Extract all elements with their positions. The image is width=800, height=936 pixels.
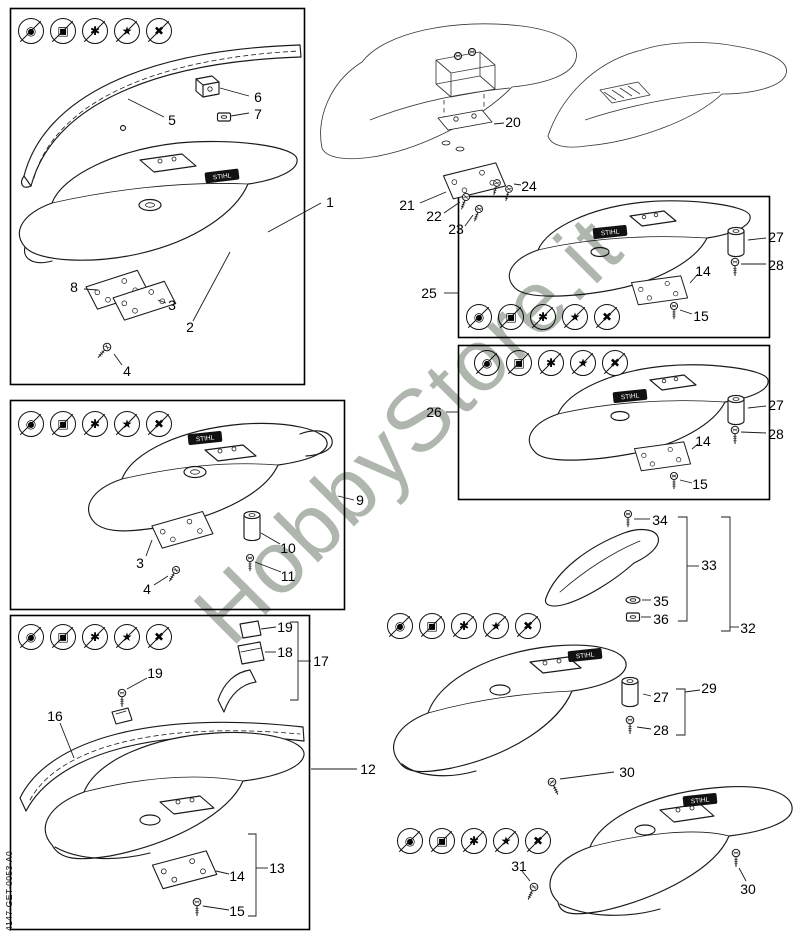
screw-30-drawing [546, 776, 562, 797]
screw-drawing [453, 51, 463, 61]
screw-15-drawing [669, 301, 679, 320]
assembly-32-drawing: STIHL [393, 509, 739, 797]
assembly-31-drawing: STIHL [521, 785, 793, 916]
screw-15-drawing [192, 897, 202, 917]
screw-28-drawing [730, 425, 740, 445]
plate-14-drawing [150, 849, 219, 891]
plate-20-drawing [437, 109, 493, 152]
leader-lines-assembly-9 [145, 495, 355, 586]
screw-28-drawing [625, 715, 635, 735]
leader-lines-variants [419, 122, 522, 227]
washer-35-drawing [625, 596, 641, 604]
brand-mark: STIHL [213, 172, 233, 181]
brand-mark: STIHL [576, 651, 595, 660]
assembly-26-drawing: STIHL [446, 364, 769, 490]
screw-23-drawing [470, 203, 485, 223]
leader-lines-assembly-31 [521, 867, 747, 882]
assembly-9-drawing: STIHL [88, 422, 355, 586]
hatch-panel-drawing [599, 81, 651, 104]
bracket-18-19-drawing [217, 620, 265, 713]
screw-30-drawing [731, 848, 741, 868]
deflector-1-drawing: STIHL [18, 140, 298, 264]
screw-15-drawing [669, 471, 679, 490]
screw-11-drawing [245, 553, 255, 572]
assembly-25-drawing: STIHL [444, 200, 767, 320]
frame-boxes [9, 7, 771, 931]
leader-lines-assembly-12 [59, 621, 357, 917]
screw-drawing [467, 47, 477, 57]
screw-4-drawing [94, 341, 113, 361]
assembly-12-drawing [19, 620, 357, 917]
strip-16-drawing [19, 707, 305, 812]
brand-mark: STIHL [196, 434, 215, 443]
document-code: 4147-GET-0053-A0 [4, 850, 14, 931]
leader-lines-assembly-1 [83, 87, 322, 366]
bracket-6-drawing [195, 75, 220, 98]
deflector-31-drawing: STIHL [549, 785, 793, 916]
nut-7-drawing [216, 112, 232, 122]
brand-mark: STIHL [691, 796, 710, 805]
screw-31-drawing [524, 881, 540, 902]
nut-36-drawing [625, 612, 641, 622]
assembly-1-drawing: STIHL [18, 44, 322, 366]
screw-24-drawing [502, 184, 514, 202]
screw-28-drawing [730, 257, 740, 277]
screw-4-drawing [166, 564, 182, 584]
leader-lines-assembly-26 [679, 405, 767, 484]
deflector-12-drawing [44, 731, 305, 860]
deflector-29-drawing: STIHL [393, 644, 627, 777]
leader-lines-assembly-32 [559, 516, 739, 780]
spacer-27-drawing [621, 676, 639, 708]
spacer-27-drawing [727, 394, 745, 426]
leader-lines-assembly-25 [679, 237, 767, 315]
screw-19-drawing [117, 688, 127, 708]
screw-34-drawing [623, 509, 633, 528]
brand-mark: STIHL [621, 392, 640, 401]
brand-mark: STIHL [601, 228, 620, 237]
spacer-27-drawing [727, 226, 745, 258]
variant-outline-drawings [320, 23, 787, 227]
blade-33-drawing [544, 528, 660, 607]
spacer-10-drawing [243, 510, 261, 542]
